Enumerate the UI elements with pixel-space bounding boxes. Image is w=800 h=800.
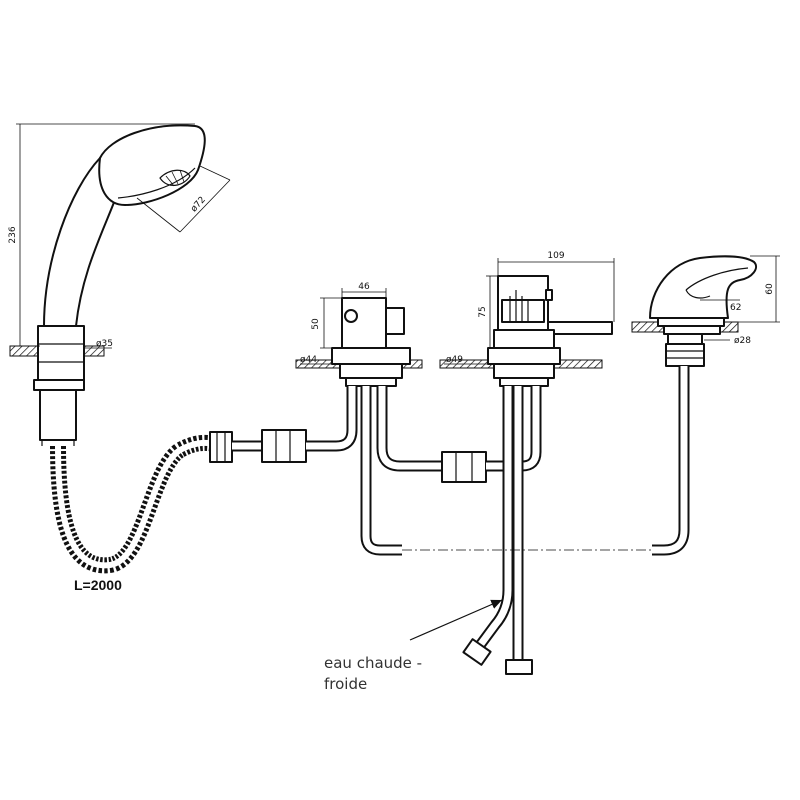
shower-nozzle-face: [159, 169, 191, 186]
spout-body: [649, 255, 758, 319]
note-arrow: [409, 599, 503, 641]
diverter-knob: [344, 309, 358, 323]
note-line-2: froide: [324, 675, 367, 693]
bath-spout: 60 62 ø28: [631, 255, 780, 367]
dim-shower-holder-diameter: ø35: [96, 339, 113, 349]
dim-spout-base-diameter: ø28: [734, 336, 751, 346]
supply-note: eau chaude - froide: [324, 599, 503, 693]
dim-diverter-base-diameter: ø44: [300, 355, 317, 365]
dim-mixer-width: 109: [547, 251, 564, 261]
flexible-hose: L=2000: [50, 429, 307, 593]
supply-nut-hot: [462, 638, 492, 666]
hand-shower: 236 ø72 ø35: [8, 123, 231, 446]
dim-spout-height: 60: [765, 283, 775, 295]
diverter-valve: 46 50 ø44: [295, 282, 423, 387]
hose-length-label: L=2000: [74, 577, 122, 593]
supply-pipes: [306, 366, 690, 675]
connector-nut: [441, 451, 487, 483]
mixer-valve: 109 75 ø49: [439, 251, 615, 387]
note-line-1: eau chaude -: [324, 654, 422, 672]
shower-holder-stem: [39, 389, 77, 441]
dim-shower-head-diameter: ø72: [189, 195, 208, 214]
shower-head: [98, 124, 206, 206]
dim-shower-height: 236: [8, 226, 18, 243]
mixer-lever: [547, 321, 613, 335]
dim-mixer-base-diameter: ø49: [446, 355, 463, 365]
shower-holder: [37, 325, 85, 383]
dim-mixer-height: 75: [478, 306, 488, 317]
diverter-body: [341, 297, 387, 349]
dim-diverter-width: 46: [358, 282, 370, 292]
dim-diverter-height: 50: [311, 318, 321, 330]
hose-body: [50, 434, 217, 574]
dim-spout-projection: 62: [730, 303, 741, 313]
hose-nut-1: [209, 431, 233, 463]
supply-nut-cold: [505, 659, 533, 675]
hose-nut-2: [261, 429, 307, 463]
